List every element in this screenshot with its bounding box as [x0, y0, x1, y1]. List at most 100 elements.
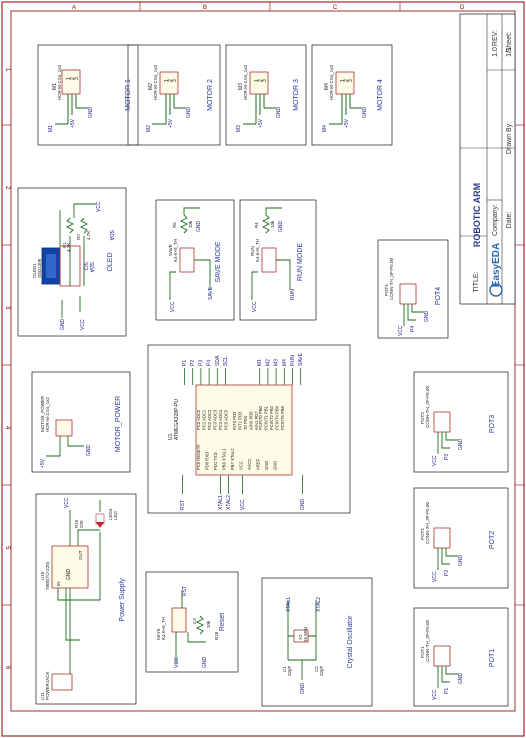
mcu-pin-low-4: PB7 XTAL2 — [230, 448, 235, 470]
pot3-gnd-net: GND — [458, 439, 464, 451]
pot4-block: POT4 POT4 CONN-TH_3P-P5.00 P4 VCC GND — [377, 239, 449, 339]
pot2-vcc-net: VCC — [432, 571, 438, 582]
motor-4-net-vcc: +5V — [344, 118, 350, 128]
motor-1-net-sig: M1 — [48, 125, 54, 132]
mcu-top-net-6: M1 — [257, 359, 263, 366]
motor-4-block: MOTOR 4 M4 HDR-M-2.54_1x3 1 2 3 M4 +5V G… — [311, 44, 393, 146]
mcu-pin-low-0: PC6 RESET# — [196, 444, 201, 470]
pot3-title: POT3 — [489, 415, 496, 433]
regulator-in-pin: IN — [56, 582, 61, 587]
mcu-pin-left-1: PC1 ADC1 — [202, 409, 207, 430]
oled-r1: R1 — [62, 242, 67, 248]
motor-3-pin-2: 2 — [258, 79, 264, 82]
motor-2-pin-2: 2 — [168, 79, 174, 82]
motor-3-net-sig: M3 — [236, 125, 242, 132]
sheet-value: 1/1 — [506, 47, 513, 57]
frame-letter-c: C — [333, 5, 338, 11]
run-ref: RUN — [250, 246, 255, 256]
pot4-part: CONN-TH_3P-P5.00 — [389, 257, 394, 300]
motor-3-pin-1: 1 — [254, 79, 260, 82]
pot1-ref: POT1 — [420, 646, 425, 658]
oled-sda-pin-net: SDA — [88, 262, 94, 273]
mcu-top-net-9: M4 — [282, 359, 288, 366]
motor-2-pin-3: 3 — [172, 79, 178, 82]
led4-ref: LED4 — [108, 508, 113, 520]
frame-letter-a: A — [72, 5, 76, 11]
mcu-top-net-8: M3 — [274, 359, 280, 366]
run-r: R4 — [254, 222, 259, 228]
power-supply-title: Power Supply — [119, 578, 126, 622]
r18-ref: R18 — [214, 631, 219, 640]
frame-number-2: 2 — [4, 186, 10, 190]
mcu-pin-low-6: AVCC — [247, 459, 252, 470]
led4-part: LED — [113, 510, 118, 520]
motor-2-block: MOTOR 2 M2 HDR-M-2.54_1x3 1 2 3 M2 +5V G… — [127, 44, 221, 146]
led-icon — [96, 522, 104, 528]
pot1-gnd-net: GND — [458, 673, 464, 685]
mcu-pin-mid-3: AIN0 PD6 — [249, 411, 254, 430]
oled-r2-value: 4.7K — [86, 231, 91, 240]
save-net: SAVE — [208, 286, 214, 300]
run-mode-title: RUN MODE — [297, 243, 304, 281]
save-part: K4-6×6_TH — [173, 239, 178, 262]
oled-title: OLED — [107, 252, 114, 271]
mcu-pin-low-1: PD0 RXD — [205, 452, 210, 470]
c2-value: 22pF — [319, 665, 324, 676]
mcu-pin-low-8: GND — [264, 461, 269, 470]
powerjack-part: POWERJACK — [45, 671, 50, 700]
mcu-pin-mid-4: AIN1 PD7 — [254, 411, 259, 430]
motor-3-net-vcc: +5V — [258, 118, 264, 128]
mcu-pin-left-0: PC0 ADC0 — [196, 409, 201, 430]
power-vcc-net: VCC — [64, 497, 70, 508]
xtal1-net: XTAL1 — [286, 597, 292, 612]
project-title: ROBOTIC ARM — [472, 183, 482, 247]
motor-2-net-vcc: +5V — [168, 118, 174, 128]
sheet-label: Sheet: — [506, 32, 513, 52]
motor-4-pin-2: 2 — [344, 79, 350, 82]
mcu-pin-mid-0: INT0 PD2 — [232, 411, 237, 430]
motor-1-title: MOTOR 1 — [125, 79, 132, 111]
c1-ref: C1 — [282, 666, 287, 672]
oled-part: SSD1306 — [37, 258, 42, 278]
oled-gnd-net: GND — [60, 319, 66, 331]
pot4-net-sig: P4 — [410, 326, 416, 332]
r10-value: 220 — [79, 520, 84, 528]
motor-4-pin-1: 1 — [340, 79, 346, 82]
motor-power-gnd-net: GND — [86, 445, 92, 457]
save-vcc-net: VCC — [170, 301, 176, 312]
save-ref: SAVE — [168, 244, 173, 256]
motor-2-title: MOTOR 2 — [207, 79, 214, 111]
run-r-value: 10k — [270, 220, 275, 228]
pot2-part: CONN-TH_3P-P5.00 — [425, 501, 430, 544]
pot3-vcc-net: VCC — [432, 455, 438, 466]
mcu-top-net-3: P4 — [207, 360, 213, 366]
frame-letter-b: B — [203, 5, 207, 11]
motor-power-title: MOTOR_POWER — [115, 396, 122, 452]
regulator-gnd-pin: GND — [66, 569, 72, 581]
mcu-pin-left-2: PC2 ADC2 — [207, 409, 212, 430]
mcu-pin-right-2: PCINT2 PB2 — [269, 405, 274, 430]
company-label: Company: — [492, 204, 499, 236]
rev-label: REV: — [492, 30, 499, 46]
motor-3-title: MOTOR 3 — [293, 79, 300, 111]
motor-3-part: HDR-M-2.54_1x3 — [243, 64, 248, 100]
reset-block: Reset KEY6 K4-6×6_TH R18 10k C3 RST VCC … — [145, 571, 239, 673]
motor-1-pin-1: 1 — [66, 77, 72, 80]
mcu-pin-low-3: PB6 XTAL1 — [222, 448, 227, 470]
title-block: REV: 1.0 Sheet: 1/1 Drawn By: TITLE: Com… — [459, 13, 516, 305]
mcu-top-net-0: P1 — [182, 360, 188, 366]
mcu-pin-right-1: PCINT1 PB1 — [264, 405, 269, 430]
mcu-pin-low-2: PD1 TXD — [213, 452, 218, 470]
frame-number-1: 1 — [4, 68, 10, 72]
svg-text:EasyEDA: EasyEDA — [491, 243, 502, 287]
oled-scl-net: SCL — [82, 262, 88, 272]
pot1-vcc-net: VCC — [432, 689, 438, 700]
frame-number-3: 3 — [4, 306, 10, 310]
x1-freq: 16 MHz — [303, 626, 308, 642]
pot1-net-sig: P1 — [444, 688, 450, 694]
save-r-value: 10k — [188, 220, 193, 228]
r10-ref: R10 — [74, 519, 79, 528]
run-net: RUN — [290, 289, 296, 300]
